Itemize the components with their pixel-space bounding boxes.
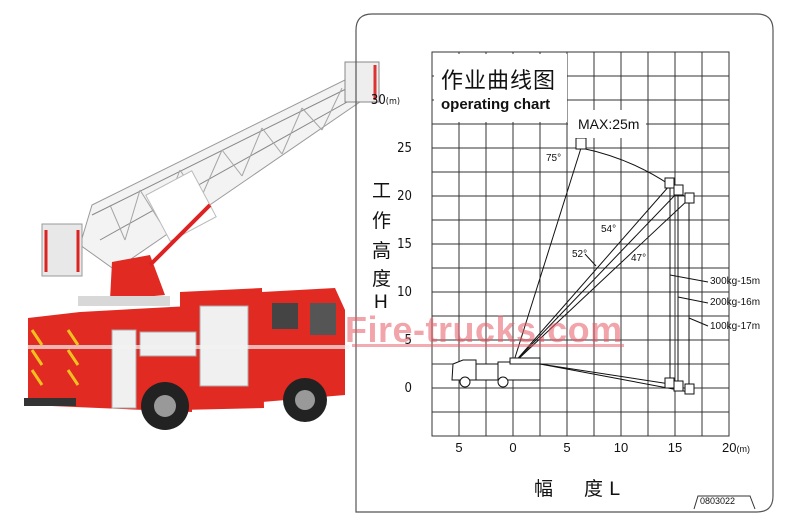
truck-outline-icon bbox=[451, 357, 541, 388]
y-tick-10: 10 bbox=[397, 285, 412, 300]
ladder-boom bbox=[79, 61, 380, 271]
watermark-text: Fire-trucks.com bbox=[345, 309, 623, 350]
code-tag-frame bbox=[693, 495, 756, 510]
y-axis-label-char: 高 bbox=[372, 240, 392, 262]
max-height-label: MAX:25m bbox=[578, 116, 640, 132]
title-box bbox=[434, 54, 567, 122]
load-label-300kg: 300kg-15m bbox=[710, 276, 761, 287]
watermark-underline bbox=[352, 344, 624, 347]
boom-tip-markers bbox=[575, 137, 695, 395]
x-axis-label-part: 幅 bbox=[534, 478, 554, 500]
turntable bbox=[78, 296, 170, 306]
angle-label-75: 75° bbox=[546, 153, 562, 164]
chart-border bbox=[355, 13, 774, 513]
chart-title-chinese: 作业曲线图 bbox=[441, 69, 557, 94]
x-tick-neg5: 5 bbox=[455, 440, 463, 455]
x-axis-label-part: 度 L bbox=[584, 478, 620, 500]
load-label-100kg: 100kg-17m bbox=[710, 321, 761, 332]
y-axis-label-char: 工 bbox=[372, 180, 392, 202]
angle-label-47: 47° bbox=[631, 253, 647, 264]
fire-truck-photo bbox=[24, 61, 380, 430]
x-tick-0: 0 bbox=[509, 440, 517, 455]
y-tick-0: 0 bbox=[404, 381, 412, 396]
x-tick-5: 5 bbox=[563, 440, 571, 455]
y-tick-20: 20 bbox=[397, 189, 412, 204]
angle-label-52: 52° bbox=[572, 249, 588, 260]
drawing-code: 0803022 bbox=[700, 496, 736, 506]
y-tick-15: 15 bbox=[397, 237, 412, 252]
truck-body bbox=[24, 288, 350, 412]
load-label-200kg: 200kg-16m bbox=[710, 297, 761, 308]
y-tick-30: 30(m) bbox=[370, 93, 400, 108]
x-tick-15: 15 bbox=[667, 440, 683, 455]
angle-label-54: 54° bbox=[601, 224, 617, 235]
y-tick-5: 5 bbox=[404, 333, 412, 348]
rear-platform bbox=[41, 223, 83, 277]
x-tick-10: 10 bbox=[613, 440, 629, 455]
y-axis-label-char: 作 bbox=[372, 210, 392, 232]
y-axis-label-char: H bbox=[374, 292, 388, 313]
wheels bbox=[141, 378, 327, 430]
max-label-box bbox=[568, 110, 646, 138]
y-tick-25: 25 bbox=[397, 141, 412, 156]
chart-title-english: operating chart bbox=[441, 96, 551, 113]
x-tick-20: 20(m) bbox=[722, 440, 750, 455]
y-axis-label-char: 度 bbox=[372, 268, 392, 290]
